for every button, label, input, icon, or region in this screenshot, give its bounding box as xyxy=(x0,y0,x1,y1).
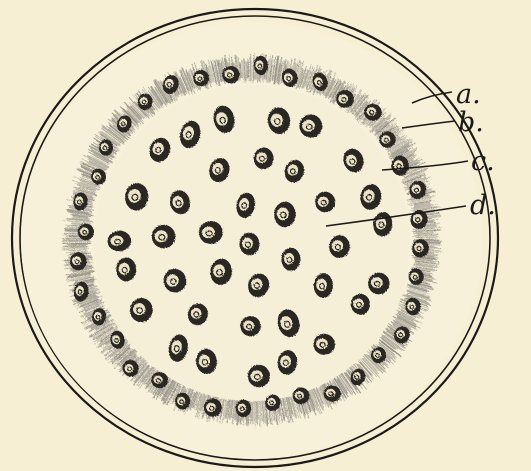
cell-nucleolus xyxy=(121,122,126,127)
band-stroke xyxy=(247,62,248,79)
band-stroke xyxy=(62,243,91,244)
band-stroke xyxy=(246,62,247,81)
band-stroke xyxy=(67,244,88,245)
label-b: b. xyxy=(458,107,484,138)
band-stroke xyxy=(248,59,249,78)
cell-nucleolus xyxy=(375,353,379,357)
cell-nucleus xyxy=(236,400,252,418)
label-a: a. xyxy=(456,79,481,110)
band-stroke xyxy=(256,397,257,423)
label-c: c. xyxy=(471,146,495,177)
label-d: d. xyxy=(470,190,496,221)
